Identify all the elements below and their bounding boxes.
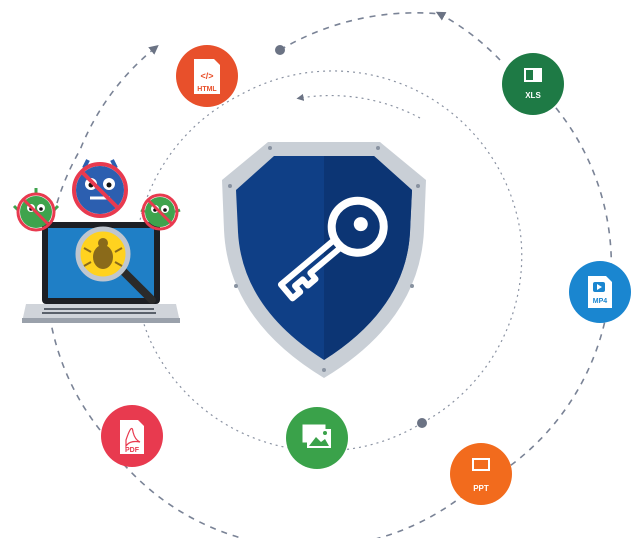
magnifier-icon [75,226,156,304]
html-file-icon: </> HTML [176,45,238,107]
virus-icon [12,188,60,232]
orbit-dot-top [275,45,285,55]
inner-orbit [134,70,523,452]
orbit-dot-bottom [417,418,427,428]
html-label: HTML [197,86,217,93]
bug-icon [83,238,123,269]
mp4-file-icon: MP4 [569,261,631,323]
outer-orbit-top [435,11,501,61]
inner-orbit-arrow [296,93,421,119]
laptop-icon [12,159,181,323]
image-file-icon [286,407,348,469]
outer-orbit [279,12,441,51]
pdf-file-icon: PDF [101,405,163,467]
xls-label: XLS [525,91,541,100]
ppt-file-icon: PPT [450,443,512,505]
shield-icon [222,142,426,378]
pdf-label: PDF [125,447,140,454]
virus-icon [72,159,128,218]
html-glyph: </> [200,71,213,81]
mp4-label: MP4 [593,298,608,305]
virus-icon [140,193,181,231]
xls-file-icon: XLS [502,53,564,115]
key-icon [277,196,388,302]
ppt-label: PPT [473,484,489,493]
